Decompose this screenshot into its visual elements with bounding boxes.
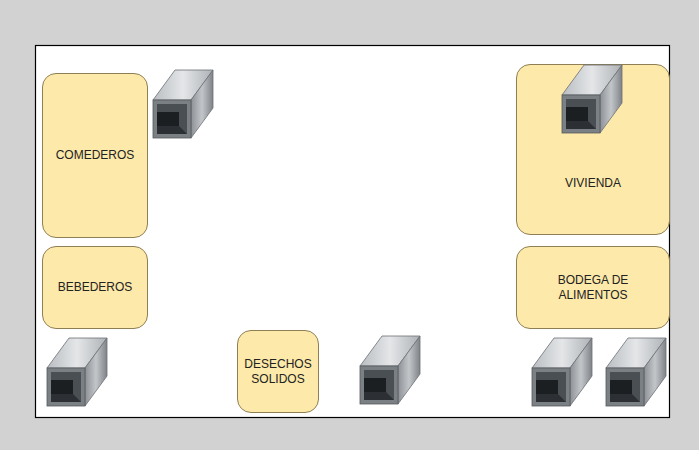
metal-tube-icon xyxy=(153,70,213,138)
area-box: BEBEDEROS xyxy=(42,246,148,329)
metal-tube-icon xyxy=(47,338,107,406)
metal-tube-icon xyxy=(532,338,592,406)
area-label: BODEGA DE ALIMENTOS xyxy=(541,273,645,303)
area-label: DESECHOS SOLIDOS xyxy=(243,357,313,387)
metal-tube-icon xyxy=(562,65,622,133)
area-label: BEBEDEROS xyxy=(58,280,133,295)
metal-tube-icon xyxy=(606,338,666,406)
area-box: DESECHOS SOLIDOS xyxy=(237,330,319,413)
site-boundary xyxy=(36,46,670,418)
metal-tube-icon xyxy=(360,336,420,404)
area-box: BODEGA DE ALIMENTOS xyxy=(516,246,670,329)
area-box: COMEDEROS xyxy=(42,73,148,238)
area-label: COMEDEROS xyxy=(56,148,135,163)
area-label: VIVIENDA xyxy=(565,176,621,191)
area-box: VIVIENDA xyxy=(516,64,670,235)
